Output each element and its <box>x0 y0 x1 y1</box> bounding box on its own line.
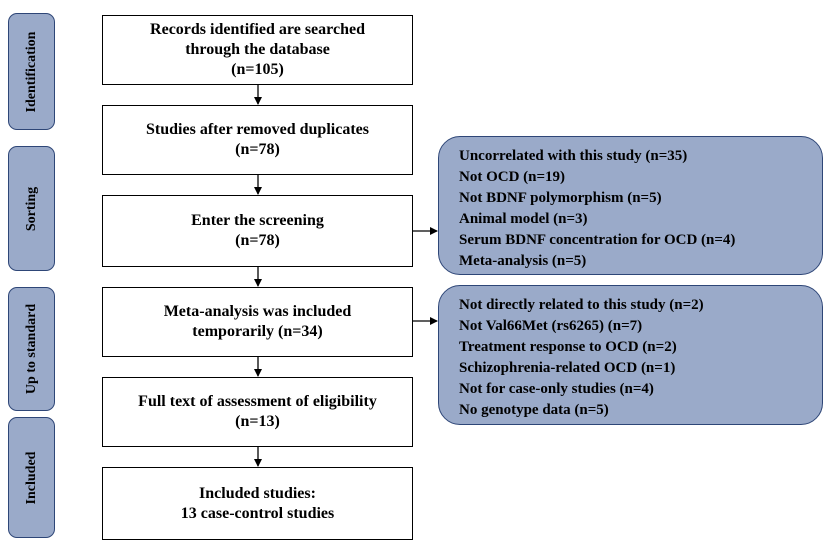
exclusion-item: Schizophrenia-related OCD (n=1) <box>459 360 676 376</box>
meta-analysis-box: Meta-analysis was included temporarily (… <box>102 287 413 357</box>
box-line: Full text of assessment of eligibility <box>138 393 377 410</box>
exclusion-item: Animal model (n=3) <box>459 211 588 227</box>
exclusion-item: Not OCD (n=19) <box>459 169 566 185</box>
standard-exclusions-box: Not directly related to this study (n=2)… <box>438 285 823 425</box>
records-identified-box: Records identified are searched through … <box>102 15 413 85</box>
screening-box: Enter the screening (n=78) <box>102 195 413 267</box>
included-studies-box: Included studies: 13 case-control studie… <box>102 467 413 540</box>
box-line: temporarily (n=34) <box>192 323 323 340</box>
exclusion-item: Not for case-only studies (n=4) <box>459 381 654 397</box>
box-line: (n=78) <box>235 141 280 158</box>
exclusion-item: Treatment response to OCD (n=2) <box>459 339 677 355</box>
phase-label: Identification <box>23 31 39 112</box>
phase-identification: Identification <box>8 13 55 130</box>
phase-label: Sorting <box>23 186 39 231</box>
full-text-box: Full text of assessment of eligibility (… <box>102 377 413 447</box>
box-line: (n=105) <box>231 61 284 78</box>
exclusion-item: Serum BDNF concentration for OCD (n=4) <box>459 232 736 248</box>
box-line: 13 case-control studies <box>180 504 335 522</box>
exclusion-item: Uncorrelated with this study (n=35) <box>459 148 688 164</box>
exclusion-item: No genotype data (n=5) <box>459 402 609 418</box>
box-line: Meta-analysis was included <box>163 303 352 320</box>
box-line: through the database <box>185 41 330 58</box>
box-line: Studies after removed duplicates <box>146 121 369 138</box>
box-line: Enter the screening <box>191 212 324 229</box>
box-line: (n=13) <box>235 413 280 430</box>
box-line: (n=78) <box>235 232 280 249</box>
phase-label: Up to standard <box>23 303 39 395</box>
phase-label: Included <box>23 451 39 504</box>
box-line: Included studies: <box>199 484 316 502</box>
box-line: Records identified are searched <box>150 21 365 38</box>
phase-sorting: Sorting <box>8 146 55 271</box>
exclusion-item: Not directly related to this study (n=2) <box>459 297 704 313</box>
exclusion-item: Meta-analysis (n=5) <box>459 253 587 269</box>
exclusion-item: Not Val66Met (rs6265) (n=7) <box>459 318 643 334</box>
phase-up-to-standard: Up to standard <box>8 287 55 411</box>
screening-exclusions-box: Uncorrelated with this study (n=35) Not … <box>438 136 823 275</box>
removed-duplicates-box: Studies after removed duplicates (n=78) <box>102 105 413 175</box>
phase-included: Included <box>8 417 55 538</box>
exclusion-item: Not BDNF polymorphism (n=5) <box>459 190 662 206</box>
